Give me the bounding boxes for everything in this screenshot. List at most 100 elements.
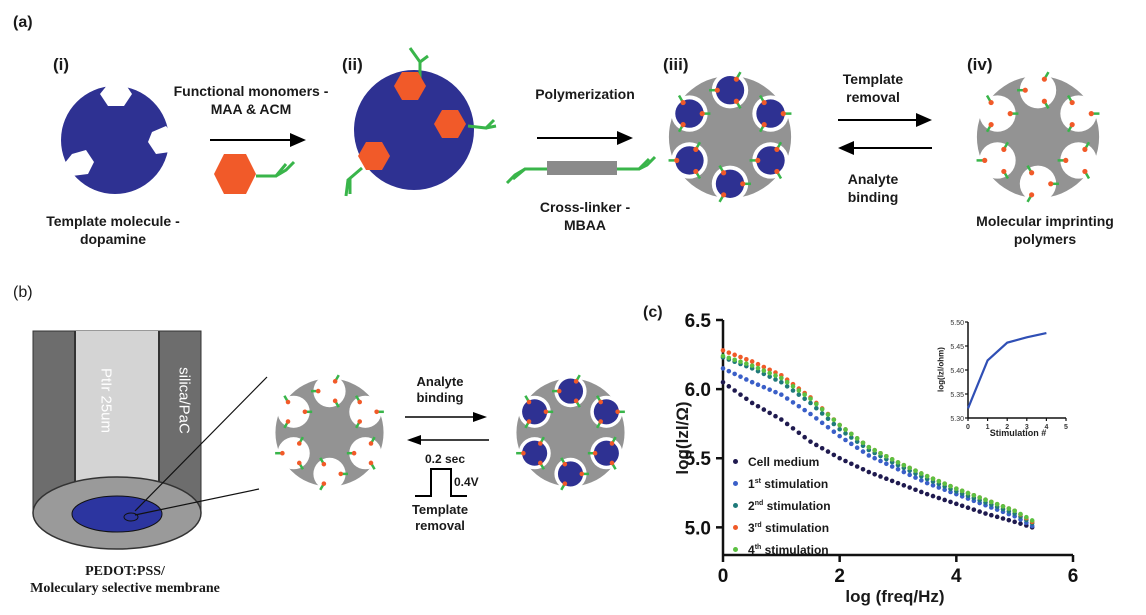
data-point: [924, 473, 930, 479]
voltage-pulse-icon: [415, 468, 467, 497]
data-point: [872, 471, 877, 477]
data-point: [749, 379, 755, 385]
legend-ordinal: th: [754, 544, 762, 551]
cross-linker-icon: [505, 155, 657, 185]
data-point: [843, 458, 848, 464]
data-point: [744, 356, 749, 362]
binding-cavity: [313, 375, 346, 408]
data-point: [808, 439, 813, 444]
monomer-site: [374, 409, 379, 415]
arrow-right-icon: [537, 131, 633, 145]
data-point: [942, 497, 947, 503]
molecular-imprinting-polymer-icon: [976, 71, 1100, 203]
data-point: [767, 410, 772, 416]
monomer-site: [1007, 111, 1013, 117]
legend-ordinal: st: [754, 478, 761, 485]
data-point: [994, 501, 1000, 507]
cross-linker-label: Cross-linker - MBAA: [510, 198, 660, 234]
mip-with-template-icon: [668, 71, 792, 203]
arrow-right-icon: [210, 133, 306, 147]
analyte-binding-b-label: Analyte binding: [395, 374, 485, 406]
panel-a-label: (a): [13, 14, 33, 31]
functional-monomer-icon: [214, 154, 296, 194]
legend-label: 4: [748, 543, 755, 557]
data-point: [831, 429, 837, 434]
data-point: [726, 384, 732, 389]
data-point: [790, 388, 796, 393]
template-with-monomers-icon: [344, 47, 497, 197]
data-point: [837, 422, 842, 428]
data-point: [767, 370, 772, 376]
legend-item: 2nd stimulation: [733, 494, 831, 516]
series-4: [720, 353, 1035, 523]
template-molecule-icon: [61, 82, 176, 194]
binding-cavity: [1019, 165, 1057, 202]
monomer-site: [357, 399, 363, 405]
data-point: [732, 388, 737, 393]
x-axis-label: log (freq/Hz): [845, 587, 945, 606]
data-point: [755, 382, 761, 387]
legend-marker: [733, 547, 738, 553]
monomer-site: [598, 399, 604, 405]
monomer-site: [315, 388, 321, 394]
data-point: [977, 495, 982, 500]
data-point: [784, 384, 790, 389]
legend-item: Cell medium: [733, 453, 831, 472]
data-point: [1006, 517, 1012, 523]
data-point: [884, 461, 889, 467]
monomer-site: [537, 460, 543, 466]
monomer-site: [982, 157, 988, 163]
data-point: [720, 366, 726, 371]
data-point: [732, 357, 737, 363]
data-point: [831, 421, 837, 427]
maa-acm-label: MAA & ACM: [210, 101, 292, 117]
data-point: [825, 449, 831, 454]
monomer-site: [368, 441, 374, 446]
x-tick-label: 2: [834, 566, 845, 587]
data-point: [755, 403, 761, 409]
data-point: [831, 417, 837, 423]
data-point: [884, 476, 889, 481]
template-caption: Template molecule - dopamine: [28, 212, 198, 248]
data-point: [878, 474, 883, 479]
legend-suffix: stimulation: [763, 499, 831, 513]
monomer-site: [693, 146, 699, 152]
x-tick-label: 0: [718, 566, 729, 587]
legend-label: 1: [748, 477, 755, 491]
monomer-site: [609, 460, 615, 466]
y-tick-label: 6.5: [685, 311, 712, 332]
data-point: [1018, 521, 1023, 526]
data-point: [744, 361, 749, 366]
binding-cavity: [1060, 95, 1097, 132]
data-point: [889, 457, 895, 462]
monomer-site: [774, 146, 780, 152]
data-point: [866, 453, 872, 458]
data-point: [930, 476, 936, 481]
bound-template: [557, 378, 584, 404]
data-point: [773, 377, 778, 382]
monomer-site: [338, 471, 344, 477]
y-axis-label: log(lzl/Ω): [673, 401, 692, 475]
data-point: [942, 487, 947, 493]
monomer-site: [521, 450, 526, 456]
monomer-site: [1001, 146, 1007, 152]
monomer-site: [755, 157, 761, 163]
arrow-left-icon: [407, 435, 489, 445]
analyte-binding-line1: Analyte: [847, 171, 899, 187]
monomer-site: [579, 471, 585, 477]
data-point: [825, 416, 831, 422]
arrow1-label: Functional monomers - MAA & ACM: [165, 82, 337, 118]
data-point: [808, 400, 813, 406]
data-point: [1024, 514, 1029, 520]
monomer-site: [740, 181, 746, 187]
data-point: [802, 392, 807, 397]
legend-marker: [733, 503, 738, 509]
monomer-site: [562, 461, 568, 467]
data-point: [802, 434, 807, 440]
data-point: [849, 435, 854, 440]
monomer-site: [615, 409, 620, 415]
inset-x-tick-label: 5: [1064, 424, 1068, 431]
data-point: [796, 388, 802, 393]
monomer-site: [1041, 76, 1047, 82]
